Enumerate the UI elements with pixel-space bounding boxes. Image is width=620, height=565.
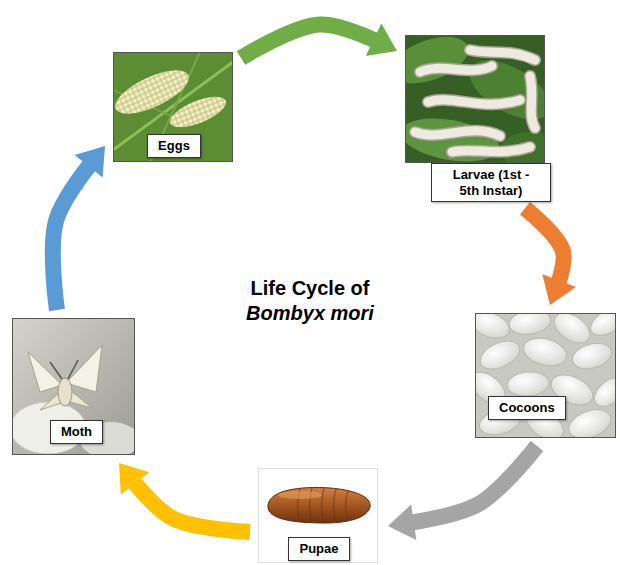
stage-photo-frame: Cocoons xyxy=(475,313,616,438)
cycle-arrow xyxy=(525,208,576,305)
label-slot: Moth xyxy=(21,420,132,444)
cycle-arrow xyxy=(53,146,105,310)
label-slot: Cocoons xyxy=(488,396,608,420)
stage-photo-frame: Eggs xyxy=(113,52,233,162)
pupae-photo xyxy=(258,468,378,563)
stage-label: Moth xyxy=(50,420,103,444)
stage-photo-frame: Pupae xyxy=(258,468,378,563)
stage-label: Eggs xyxy=(147,134,201,158)
cycle-arrow xyxy=(388,446,537,540)
stage-label: Larvae (1st - 5th Instar) xyxy=(431,163,551,202)
arrow-shaft xyxy=(53,146,105,310)
stage-photo-frame: Moth xyxy=(12,318,135,455)
arrow-shaft xyxy=(241,24,397,58)
stage-label: Pupae xyxy=(288,537,349,561)
cycle-arrow xyxy=(119,463,250,532)
moth-photo xyxy=(12,318,135,455)
label-slot: Larvae (1st - 5th Instar) xyxy=(430,163,552,202)
arrow-shaft xyxy=(119,463,250,532)
diagram-title: Life Cycle of Bombyx mori xyxy=(225,276,395,326)
arrow-head xyxy=(119,463,149,495)
arrow-head xyxy=(542,274,576,305)
title-slot: Life Cycle of Bombyx mori xyxy=(200,276,420,326)
label-slot: Pupae xyxy=(259,537,379,561)
eggs-photo xyxy=(113,52,233,162)
arrow-head xyxy=(75,146,105,178)
stage-photo-frame: Larvae (1st - 5th Instar) xyxy=(405,35,545,163)
larvae-photo xyxy=(405,35,545,163)
label-slot: Eggs xyxy=(114,134,234,158)
arrow-head xyxy=(388,504,416,540)
arrow-head xyxy=(366,24,397,56)
cycle-arrow xyxy=(241,24,397,58)
cocoons-photo xyxy=(475,313,616,438)
stage-label: Cocoons xyxy=(488,396,566,420)
